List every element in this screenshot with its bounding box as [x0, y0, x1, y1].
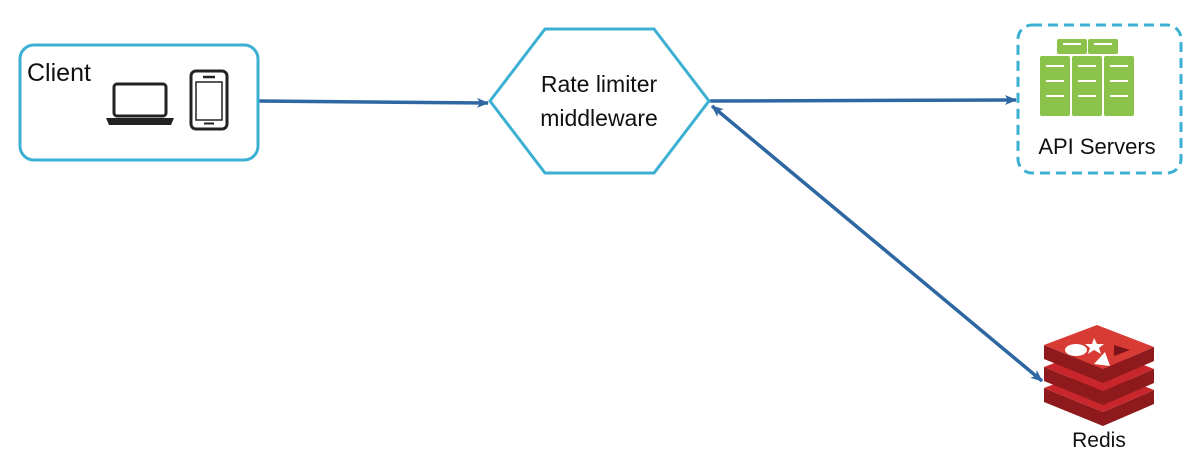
client-label: Client	[27, 59, 91, 87]
server-icon	[1040, 39, 1134, 116]
laptop-icon	[106, 82, 174, 125]
rate-limiter-label-line1: Rate limiter	[541, 71, 658, 97]
client-box	[18, 43, 260, 162]
api-servers-node[interactable]: API Servers	[1016, 23, 1183, 175]
client-node[interactable]: Client	[18, 43, 260, 162]
redis-label: Redis	[1072, 429, 1126, 452]
edge-client-to-rate-limiter	[257, 97, 489, 108]
smartphone-icon	[189, 69, 229, 131]
edge-rate-limiter-redis	[710, 104, 1044, 383]
edges	[257, 95, 1044, 383]
redis-node[interactable]: Redis	[1044, 325, 1154, 452]
rate-limiter-node[interactable]: Rate limiter middleware	[488, 27, 711, 175]
rate-limiter-hexagon	[488, 27, 711, 175]
edge-rate-limiter-to-api-servers	[709, 95, 1017, 106]
api-servers-label: API Servers	[1038, 134, 1155, 159]
rate-limiter-label-line2: middleware	[540, 105, 658, 131]
redis-logo-icon	[1044, 325, 1154, 426]
